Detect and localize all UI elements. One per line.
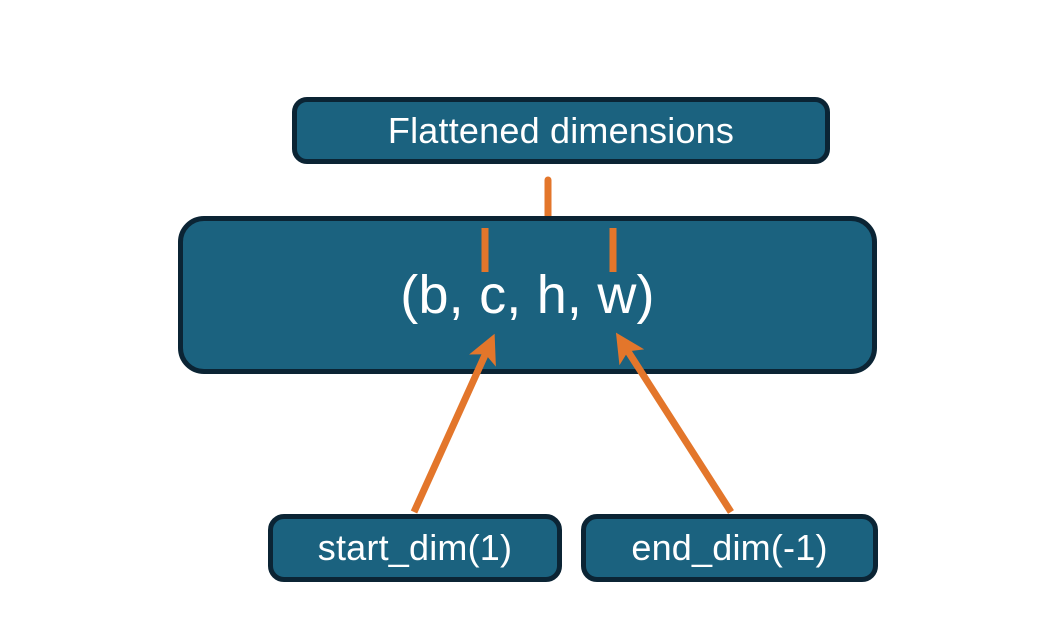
flattened-dimensions-label: Flattened dimensions [387, 109, 735, 151]
start-dim-label: start_dim(1) [317, 527, 513, 568]
start-dim-box[interactable]: start_dim(1) [268, 514, 562, 582]
tensor-shape-box[interactable]: (b, c, h, w) [178, 216, 877, 374]
end-dim-label: end_dim(-1) [631, 527, 828, 568]
flattened-dimensions-box[interactable]: Flattened dimensions [292, 97, 830, 164]
tensor-shape-label: (b, c, h, w) [400, 265, 655, 325]
end-dim-box[interactable]: end_dim(-1) [581, 514, 878, 582]
